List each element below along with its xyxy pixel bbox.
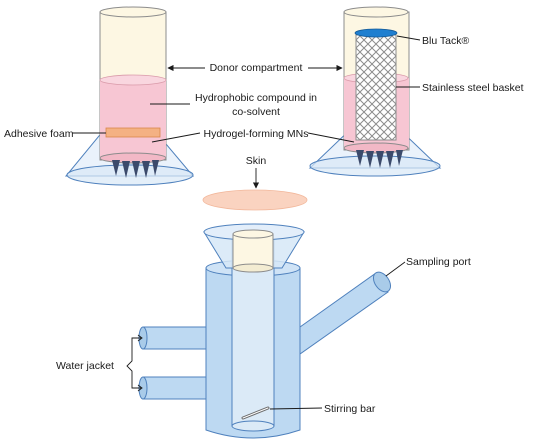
label-hydrogel-mns: Hydrogel-forming MNs	[203, 128, 308, 140]
label-hydrophobic-line2: co-solvent	[232, 106, 280, 118]
receptor-chamber-bottom	[231, 420, 275, 432]
right-donor-device	[308, 6, 442, 177]
left-liquid	[100, 80, 166, 158]
label-water-jacket: Water jacket	[56, 360, 114, 372]
franz-diffusion-cell	[138, 223, 392, 439]
donor-insert-bottom	[232, 263, 274, 273]
left-liquid-surface	[99, 74, 167, 86]
blu-tack-pointer	[396, 35, 421, 41]
label-hydrophobic-line1: Hydrophobic compound in	[195, 92, 317, 104]
right-base-ellipse	[309, 155, 441, 177]
sampling-port-arm	[299, 272, 389, 355]
donor-insert	[232, 233, 274, 269]
label-adhesive-foam: Adhesive foam	[4, 128, 74, 140]
sampling-port-pointer	[385, 261, 406, 277]
left-adhesive-foam	[105, 127, 161, 138]
stirring-bar-pointer	[269, 407, 323, 410]
leader-lines	[72, 35, 421, 410]
skin-disc	[202, 189, 308, 211]
label-skin: Skin	[246, 155, 267, 167]
left-donor-device	[64, 6, 195, 186]
left-base-ellipse	[66, 164, 194, 186]
right-microneedles	[356, 150, 403, 168]
water-jacket-bracket	[126, 337, 141, 389]
label-blu-tack: Blu Tack®	[422, 35, 469, 47]
water-jacket-inlet	[142, 326, 214, 350]
left-microneedles	[112, 160, 159, 178]
water-jacket-bracket-tips	[137, 334, 143, 392]
label-sampling-port: Sampling port	[406, 256, 471, 268]
label-donor-compartment: Donor compartment	[210, 62, 303, 74]
stirring-bar-highlight	[242, 407, 269, 419]
mns-pointer-left	[151, 132, 201, 143]
stainless-steel-basket	[355, 34, 397, 141]
label-stainless-steel-basket: Stainless steel basket	[422, 82, 524, 94]
mns-pointer-right	[307, 132, 355, 143]
blu-tack	[354, 28, 398, 38]
left-cylinder-top	[99, 6, 167, 18]
right-cylinder-top	[343, 6, 409, 18]
sampling-port-opening	[372, 271, 392, 293]
donor-insert-top	[232, 229, 274, 239]
water-jacket-outlet	[142, 376, 214, 400]
label-stirring-bar: Stirring bar	[324, 403, 376, 415]
